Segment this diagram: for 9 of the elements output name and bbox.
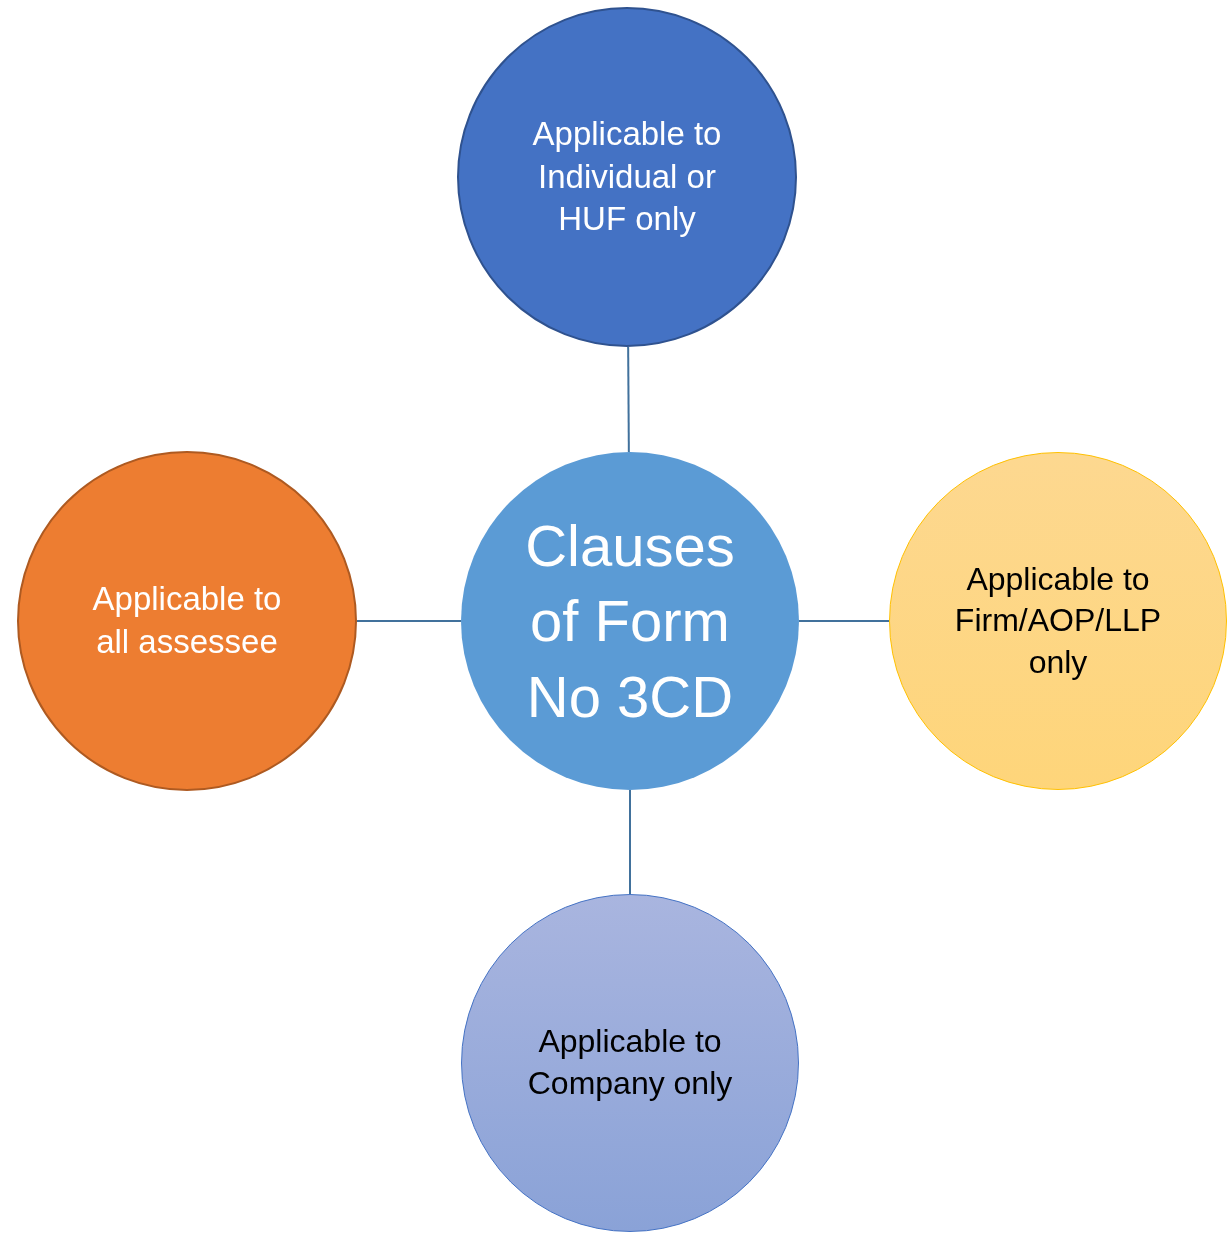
node-text: Applicable to all assessee xyxy=(91,579,283,662)
node-text: Clauses of Form No 3CD xyxy=(524,511,736,731)
connector-line xyxy=(356,620,462,622)
node-text: Applicable to Individual or HUF only xyxy=(531,113,723,240)
node-text: Applicable to Firm/AOP/LLP only xyxy=(953,559,1163,682)
connector-line xyxy=(798,620,890,622)
node-text: Applicable to Company only xyxy=(526,1022,734,1103)
connector-line xyxy=(627,346,630,453)
connector-line xyxy=(629,789,631,895)
